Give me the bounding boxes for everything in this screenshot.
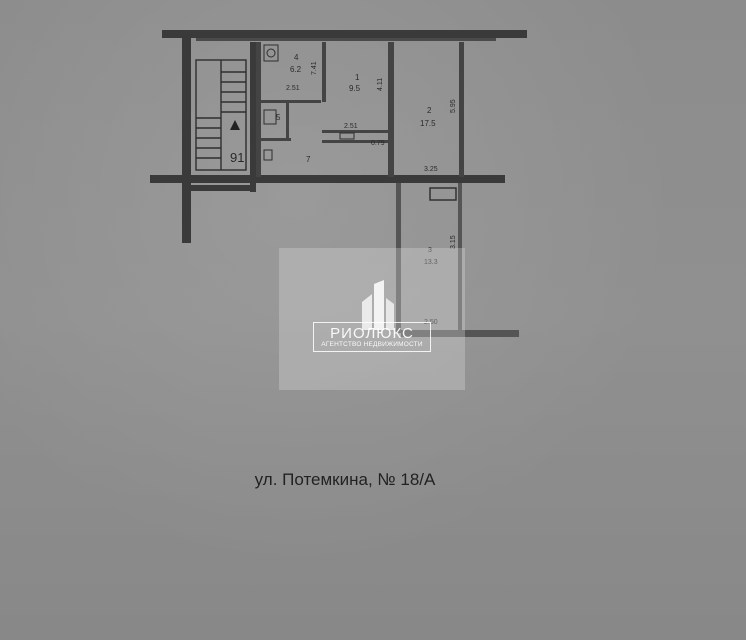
dimension-label: 7.41 bbox=[311, 61, 318, 75]
room-2-area: 17.5 bbox=[420, 119, 436, 128]
wall-bottom bbox=[150, 175, 505, 183]
room-3-number: 3 bbox=[428, 247, 432, 254]
dimension-label: 2.51 bbox=[286, 85, 300, 92]
wall-top bbox=[162, 30, 527, 38]
room-4-area: 6.2 bbox=[290, 65, 302, 74]
watermark-subtitle: АГЕНТСТВО НЕДВИЖИМОСТИ bbox=[321, 341, 423, 348]
wall-stair-right bbox=[250, 42, 256, 192]
stair-arrow-icon bbox=[230, 120, 240, 130]
room-5-number: 5 bbox=[276, 113, 281, 122]
staircase bbox=[195, 59, 247, 171]
dimension-label: 3.15 bbox=[450, 235, 457, 249]
balcony bbox=[396, 183, 519, 337]
room-4-number: 4 bbox=[294, 53, 299, 62]
dimension-label: 2.51 bbox=[344, 123, 358, 130]
stair-label: 91 bbox=[230, 150, 244, 165]
address-caption: ул. Потемкина, № 18/А bbox=[254, 470, 436, 489]
room-2-number: 2 bbox=[427, 106, 432, 115]
bathroom-fixtures bbox=[263, 44, 355, 161]
dimension-label: 0.79 bbox=[371, 140, 385, 147]
partitions bbox=[261, 42, 464, 177]
dimension-label: 5.95 bbox=[450, 99, 457, 113]
watermark-brand-name: РИОЛЮКС bbox=[330, 325, 414, 342]
room-7-number: 7 bbox=[306, 155, 311, 164]
wall-stair-left bbox=[182, 38, 191, 243]
room-3-area: 13.3 bbox=[424, 259, 438, 266]
wall-apartment-left bbox=[256, 42, 261, 177]
dimension-label: 3.25 bbox=[424, 166, 438, 173]
room-1-number: 1 bbox=[355, 73, 360, 82]
room-labels: 4 6.2 1 9.5 2 17.5 5 7 3 13.3 bbox=[276, 53, 438, 266]
room-1-area: 9.5 bbox=[349, 84, 361, 93]
watermark-brand-frame bbox=[313, 322, 431, 352]
dimension-label: 4.11 bbox=[377, 78, 384, 91]
